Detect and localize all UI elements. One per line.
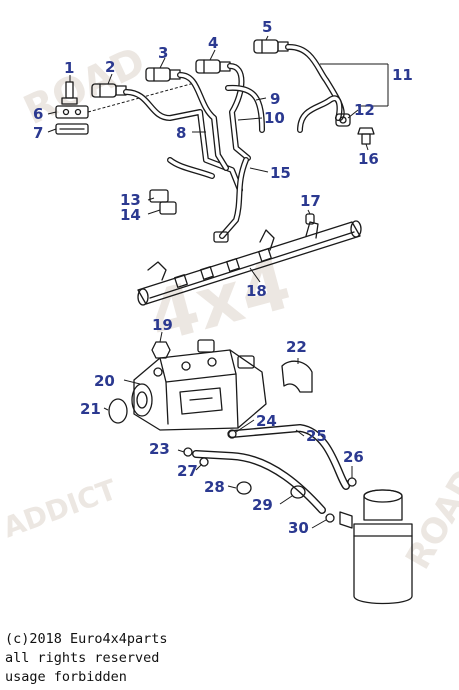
callout-19: 19	[152, 316, 173, 334]
bracket-22	[281, 360, 313, 393]
callout-1: 1	[64, 59, 74, 77]
callout-2: 2	[105, 58, 115, 76]
callout-5: 5	[262, 18, 272, 36]
watermark-text-4: ROAD	[398, 462, 459, 576]
return-hoses	[192, 424, 350, 514]
watermark-text-3: ADDICT	[0, 473, 121, 544]
clamp-30	[325, 513, 335, 523]
copyright-line-3: usage forbidden	[5, 669, 127, 685]
callout-8: 8	[176, 124, 186, 142]
fuel-pipes	[123, 43, 345, 239]
callout-7: 7	[33, 124, 43, 142]
callout-9: 9	[270, 90, 280, 108]
copyright-line-1: (c)2018 Euro4x4parts	[5, 631, 168, 647]
clamp-24	[227, 429, 237, 439]
callout-25: 25	[306, 427, 327, 445]
callout-6: 6	[33, 105, 43, 123]
injector-4	[195, 59, 231, 74]
callout-24: 24	[256, 412, 277, 430]
clamp-27	[199, 457, 209, 467]
callout-20: 20	[94, 372, 115, 390]
callout-14: 14	[120, 206, 141, 224]
callout-10: 10	[264, 109, 285, 127]
callout-21: 21	[80, 400, 101, 418]
pipe-end-fitting	[213, 231, 229, 243]
copyright-line-2: all rights reserved	[5, 650, 160, 666]
clip-13-14	[149, 189, 177, 215]
banjo-fitting-12	[335, 113, 351, 127]
o-ring-21	[108, 398, 128, 424]
injector-5	[253, 39, 289, 54]
callout-27: 27	[177, 462, 198, 480]
clamp-23	[183, 447, 193, 457]
callout-4: 4	[208, 34, 218, 52]
callout-15: 15	[270, 164, 291, 182]
callout-18: 18	[246, 282, 267, 300]
hose-clip-29	[290, 485, 306, 499]
injection-pump-20	[131, 339, 267, 431]
callout-29: 29	[252, 496, 273, 514]
callout-30: 30	[288, 519, 309, 537]
injector-pipes-group	[55, 39, 375, 243]
callout-22: 22	[286, 338, 307, 356]
callout-3: 3	[158, 44, 168, 62]
fuel-rail-18	[137, 213, 362, 306]
bolt-16	[357, 127, 375, 145]
callout-17: 17	[300, 192, 321, 210]
watermark-text: 4x4	[140, 243, 299, 359]
callout-11: 11	[392, 66, 413, 84]
callout-26: 26	[343, 448, 364, 466]
watermark: 4x4 ROAD ADDICT ROAD	[0, 38, 459, 576]
leader-lines	[47, 35, 389, 529]
callout-16: 16	[358, 150, 379, 168]
callout-13: 13	[120, 191, 141, 209]
callouts: 1 2 3 4 5 6 7 8 9 10 11 12 13 14 15 16 1…	[33, 18, 413, 537]
clamp-26	[347, 477, 357, 487]
copyright-notice: (c)2018 Euro4x4parts all rights reserved…	[5, 630, 168, 687]
nut-19	[151, 341, 171, 359]
callout-12: 12	[354, 101, 375, 119]
callout-23: 23	[149, 440, 170, 458]
clamp-7	[55, 123, 89, 135]
hose-clip-28	[236, 481, 252, 495]
injector-2	[91, 83, 127, 98]
fuel-filter	[339, 489, 413, 605]
callout-28: 28	[204, 478, 225, 496]
exploded-parts-diagram: 4x4 ROAD ADDICT ROAD	[0, 18, 459, 605]
